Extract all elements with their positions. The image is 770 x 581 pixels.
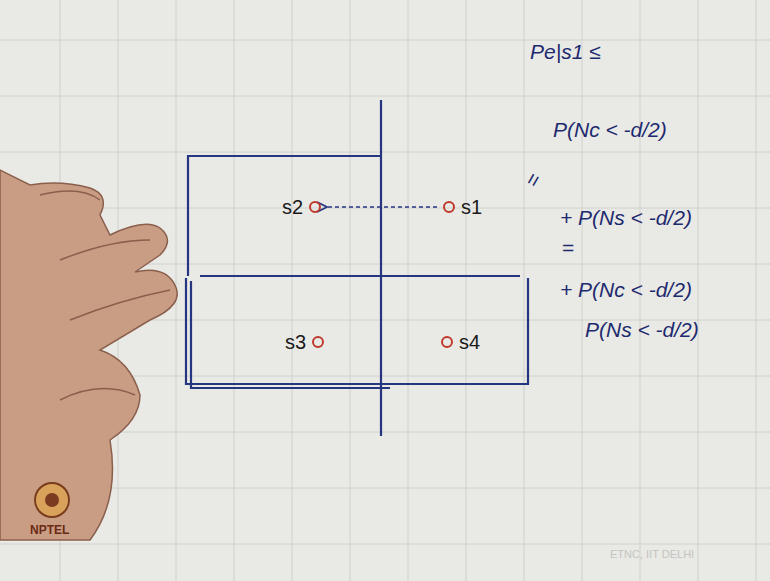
decision-regions <box>186 100 528 436</box>
formula-text: = <box>562 236 574 260</box>
watermark: ETNC, IIT DELHI <box>610 548 694 560</box>
signal-point: s4 <box>439 329 482 356</box>
hand <box>0 170 177 540</box>
formula-text: Pe|s1 ≤ <box>530 40 601 64</box>
point-marker <box>441 336 453 348</box>
signal-point: s1 <box>441 194 484 221</box>
logo-text: NPTEL <box>30 523 69 537</box>
point-label: s4 <box>459 331 480 354</box>
point-label: s2 <box>282 196 303 219</box>
signal-point: s3 <box>283 329 326 356</box>
formula-text: = <box>520 169 547 192</box>
formula-text: P(Nc < -d/2) <box>553 118 667 142</box>
point-marker <box>309 201 321 213</box>
error-arrow <box>327 206 437 208</box>
signal-point: s2 <box>280 194 323 221</box>
nptel-emblem <box>35 483 69 517</box>
formula-text: + P(Nc < -d/2) <box>560 278 692 302</box>
point-marker <box>443 201 455 213</box>
formula-text: + P(Ns < -d/2) <box>560 206 692 230</box>
point-label: s1 <box>461 196 482 219</box>
point-label: s3 <box>285 331 306 354</box>
formula-text: P(Ns < -d/2) <box>585 318 699 342</box>
point-marker <box>312 336 324 348</box>
